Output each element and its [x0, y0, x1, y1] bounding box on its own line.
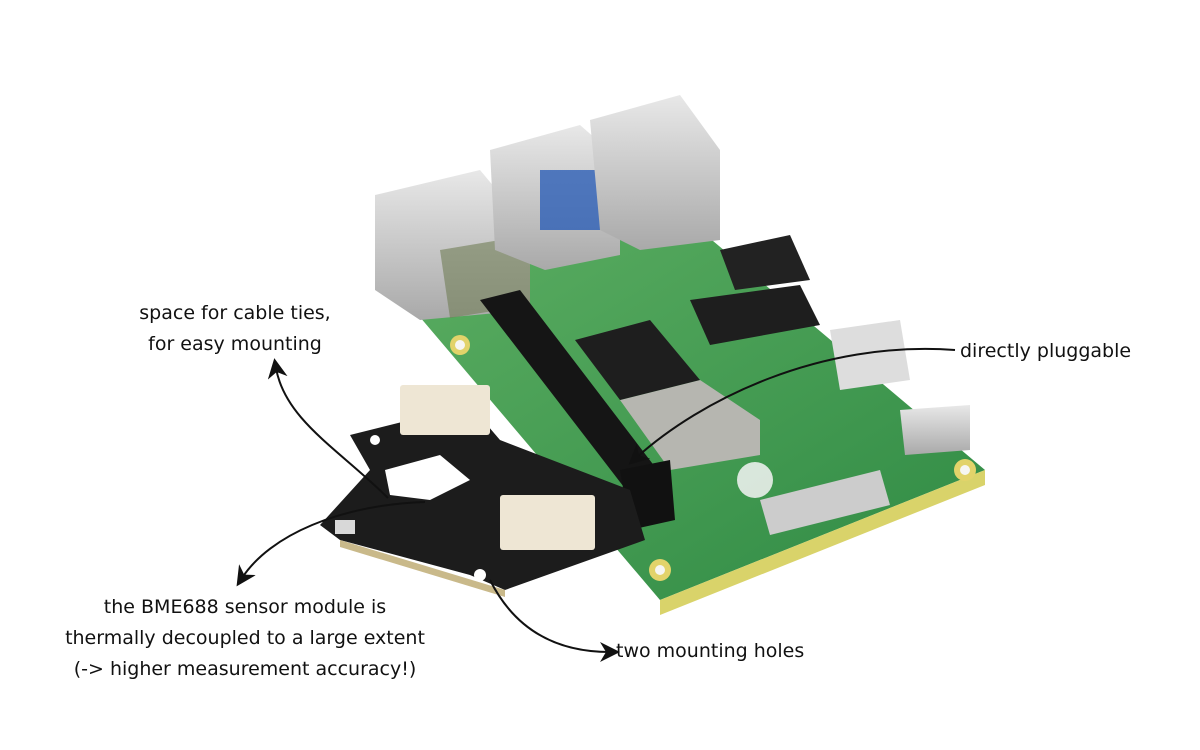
annotation-cable-ties: space for cable ties, for easy mounting: [115, 298, 355, 360]
annotation-line: the BME688 sensor module is: [103, 596, 387, 618]
raspberry-pi-board: [375, 95, 985, 615]
annotation-line: (-> higher measurement accuracy!): [73, 658, 417, 680]
arrow-cable-ties: [267, 358, 389, 499]
arrow-pluggable: [628, 347, 956, 465]
annotation-line: for easy mounting: [148, 333, 322, 355]
annotation-sensor-module: the BME688 sensor module is thermally de…: [40, 592, 450, 685]
arrow-sensor: [236, 501, 426, 587]
annotation-directly-pluggable: directly pluggable: [960, 340, 1132, 362]
sensor-hat-board: [320, 385, 645, 597]
annotation-line: space for cable ties,: [139, 302, 331, 324]
annotation-mounting-holes: two mounting holes: [616, 640, 805, 662]
arrow-holes: [489, 579, 620, 662]
annotation-line: thermally decoupled to a large extent: [65, 627, 425, 649]
